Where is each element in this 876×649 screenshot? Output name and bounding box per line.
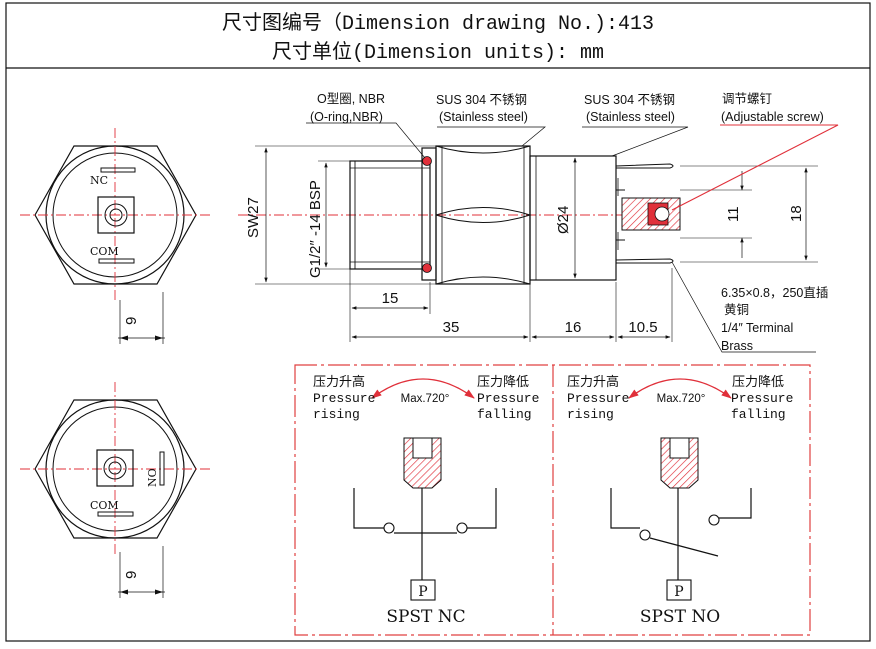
sus-en-label-1: (Stainless steel) — [439, 110, 528, 124]
schematic-frame — [294, 364, 811, 636]
no-fall-en1: Pressure — [731, 391, 793, 406]
sus-label-1: SUS 304 不锈钢 — [436, 92, 527, 107]
dim-10-5: 10.5 — [628, 319, 657, 336]
nc-caption: SPST NC — [386, 607, 465, 627]
frame — [5, 2, 871, 642]
terminal-label-2: 黄铜 — [724, 302, 749, 317]
oring-label: O型圈, NBR — [317, 92, 385, 106]
no-max-angle: Max.720° — [657, 393, 706, 405]
no-fall-cn: 压力降低 — [732, 375, 784, 390]
drawing-number: 尺寸图编号（Dimension drawing No.):413 — [222, 11, 654, 36]
terminal-label-1: 6.35×0.8，250直插 — [721, 286, 828, 300]
nc-rise-en1: Pressure — [313, 391, 375, 406]
units-line: 尺寸单位(Dimension units): mm — [272, 40, 604, 65]
nc-fall-cn: 压力降低 — [477, 375, 529, 390]
dim-15: 15 — [382, 290, 399, 307]
schematic-no — [610, 378, 752, 601]
dim-sw27: SW27 — [245, 197, 262, 238]
terminal-label-4: Brass — [721, 339, 753, 353]
no-caption: SPST NO — [640, 607, 720, 627]
no-rise-en2: rising — [567, 407, 614, 422]
no-rise-cn: 压力升高 — [567, 374, 619, 390]
nc-rise-cn: 压力升高 — [313, 374, 365, 390]
schematic-text-no: 压力升高 Pressure rising 压力降低 Pressure falli… — [567, 374, 793, 627]
com-terminal-label-1: COM — [90, 245, 119, 258]
terminal-labels: NC COM NO COM — [90, 174, 159, 512]
nc-fall-en1: Pressure — [477, 391, 539, 406]
dim-thread: G1/2″ -14 BSP — [307, 180, 324, 278]
dim-9-top: 9 — [123, 317, 140, 325]
side-view — [238, 145, 681, 285]
end-view-nc — [20, 128, 210, 344]
end-view-no — [20, 382, 210, 598]
no-p-port: P — [674, 584, 683, 600]
screw-en-label: (Adjustable screw) — [721, 110, 824, 124]
schematic-nc — [353, 378, 497, 601]
nc-max-angle: Max.720° — [401, 393, 450, 405]
no-fall-en2: falling — [731, 407, 786, 422]
no-rise-en1: Pressure — [567, 391, 629, 406]
terminal-label-3: 1/4″ Terminal — [721, 321, 793, 335]
schematic-text-nc: 压力升高 Pressure rising 压力降低 Pressure falli… — [313, 374, 539, 627]
callouts: O型圈, NBR (O-ring,NBR) SUS 304 不锈钢 (Stain… — [310, 92, 828, 353]
nc-fall-en2: falling — [477, 407, 532, 422]
screw-label: 调节螺钉 — [722, 92, 773, 106]
dim-9-bottom: 9 — [123, 571, 140, 579]
sus-en-label-2: (Stainless steel) — [586, 110, 675, 124]
nc-rise-en2: rising — [313, 407, 360, 422]
no-terminal-label: NO — [146, 468, 159, 487]
dim-18: 18 — [788, 205, 805, 222]
oring-en-label: (O-ring,NBR) — [310, 110, 383, 124]
dimension-labels: SW27 G1/2″ -14 BSP 15 35 16 10.5 Ø24 11 … — [123, 180, 805, 579]
dim-11: 11 — [725, 206, 742, 222]
com-terminal-label-2: COM — [90, 499, 119, 512]
sus-label-2: SUS 304 不锈钢 — [584, 92, 675, 107]
dim-16: 16 — [565, 319, 582, 336]
dimensions — [255, 122, 839, 353]
nc-terminal-label: NC — [90, 174, 108, 187]
dim-dia24: Ø24 — [555, 206, 572, 234]
dim-35: 35 — [443, 319, 460, 336]
header-text: 尺寸图编号（Dimension drawing No.):413 尺寸单位(Di… — [222, 11, 654, 65]
nc-p-port: P — [418, 584, 427, 600]
